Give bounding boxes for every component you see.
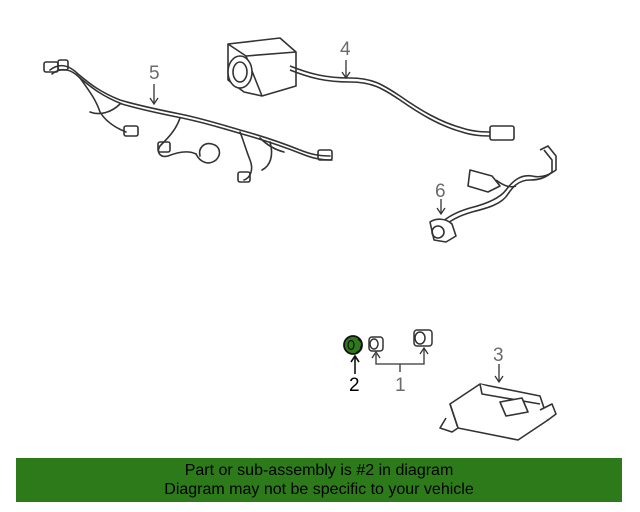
- retainer-part-1[interactable]: [368, 329, 433, 352]
- leader-lines: [149, 60, 504, 384]
- callout-part-6: 6: [435, 181, 446, 202]
- wiring-harness-part-5[interactable]: [43, 59, 333, 183]
- sensor-part-6[interactable]: [429, 145, 557, 243]
- sensor-module-part-4[interactable]: [227, 37, 515, 141]
- callout-part-2: 2: [349, 375, 360, 396]
- diagram-notice-banner: Part or sub-assembly is #2 in diagram Di…: [16, 458, 622, 502]
- callout-part-5: 5: [149, 63, 160, 84]
- banner-line-part-number: Part or sub-assembly is #2 in diagram: [184, 462, 454, 479]
- grommet-part-2[interactable]: [343, 335, 363, 355]
- callout-part-4: 4: [340, 39, 351, 60]
- control-module-part-3[interactable]: [439, 383, 557, 441]
- banner-line-disclaimer: Diagram may not be specific to your vehi…: [164, 481, 474, 498]
- callout-part-1: 1: [395, 375, 406, 396]
- callout-part-3: 3: [493, 345, 504, 366]
